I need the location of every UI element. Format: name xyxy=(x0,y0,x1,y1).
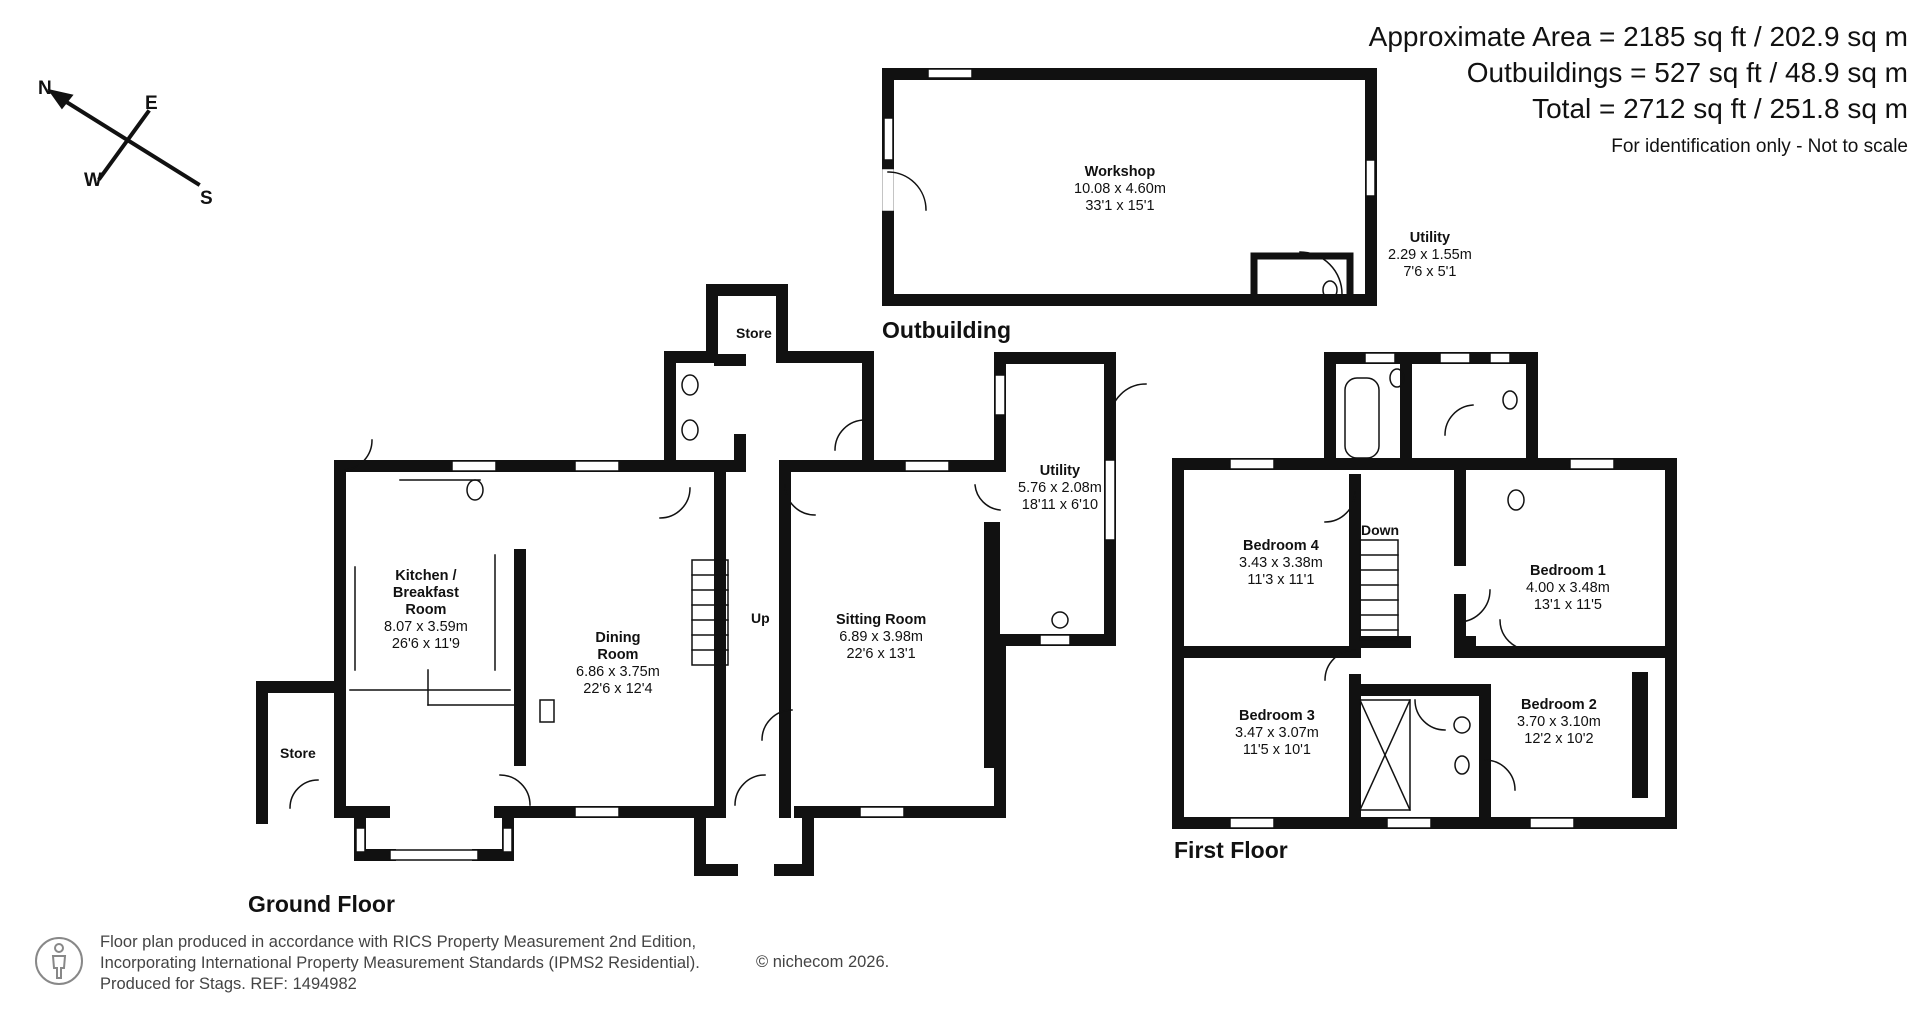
room-name: Kitchen / xyxy=(395,568,457,584)
room-name: Breakfast xyxy=(392,585,459,601)
room-metric: 3.47 x 3.07m xyxy=(1235,725,1319,741)
room-metric: 8.07 x 3.59m xyxy=(384,619,468,635)
scale-note: For identification only - Not to scale xyxy=(1611,136,1908,157)
room-imperial: 12'2 x 10'2 xyxy=(1524,731,1594,747)
footer-notes: Floor plan produced in accordance with R… xyxy=(100,932,700,995)
room-name: Bedroom 2 xyxy=(1521,697,1597,713)
room-utility: Utility 5.76 x 2.08m 18'11 x 6'10 xyxy=(1018,463,1102,514)
footer-line: Produced for Stags. REF: 1494982 xyxy=(100,975,357,993)
room-sitting: Sitting Room 6.89 x 3.98m 22'6 x 13'1 xyxy=(836,612,926,663)
total-area: Total = 2712 sq ft / 251.8 sq m xyxy=(1532,93,1908,124)
outbuildings-area: Outbuildings = 527 sq ft / 48.9 sq m xyxy=(1466,57,1908,88)
room-outbuilding-utility: Utility 2.29 x 1.55m 7'6 x 5'1 xyxy=(1388,230,1472,281)
room-name: Bedroom 4 xyxy=(1243,538,1319,554)
room-name: Workshop xyxy=(1084,164,1156,180)
room-name: Dining xyxy=(595,630,641,646)
room-metric: 6.89 x 3.98m xyxy=(839,629,924,645)
room-workshop: Workshop 10.08 x 4.60m 33'1 x 15'1 xyxy=(1074,164,1166,215)
room-metric: 3.43 x 3.38m xyxy=(1239,555,1323,571)
stairs-up-label: Up xyxy=(751,610,770,626)
first-floor-title: First Floor xyxy=(1174,837,1288,863)
ground-floor-title: Ground Floor xyxy=(248,891,395,917)
room-name: Bedroom 3 xyxy=(1239,708,1315,724)
room-kitchen-breakfast: Kitchen / Breakfast Room 8.07 x 3.59m 26… xyxy=(384,568,468,653)
compass-s-label: S xyxy=(200,188,213,209)
room-bedroom-3: Bedroom 3 3.47 x 3.07m 11'5 x 10'1 xyxy=(1235,708,1319,759)
room-name: Utility xyxy=(1039,463,1081,479)
room-imperial: 11'5 x 10'1 xyxy=(1242,742,1311,758)
room-imperial: 33'1 x 15'1 xyxy=(1085,198,1155,214)
room-metric: 3.70 x 3.10m xyxy=(1517,714,1601,730)
room-name: Utility xyxy=(1409,230,1451,246)
outbuilding-title: Outbuilding xyxy=(882,317,1012,343)
room-metric: 2.29 x 1.55m xyxy=(1388,247,1472,263)
room-bedroom-2: Bedroom 2 3.70 x 3.10m 12'2 x 10'2 xyxy=(1517,697,1601,748)
person-icon xyxy=(35,937,83,985)
stairs-down-label: Down xyxy=(1361,522,1400,538)
room-imperial: 18'11 x 6'10 xyxy=(1021,497,1099,513)
copyright: © nichecom 2026. xyxy=(756,953,890,971)
store-left-label: Store xyxy=(280,745,316,761)
compass-n-label: N xyxy=(38,78,52,99)
ground-floor-walls xyxy=(256,284,1116,876)
compass-e-label: E xyxy=(145,93,158,114)
room-bedroom-4: Bedroom 4 3.43 x 3.38m 11'3 x 11'1 xyxy=(1239,538,1323,589)
room-imperial: 13'1 x 11'5 xyxy=(1533,597,1602,613)
room-name: Room xyxy=(405,602,447,618)
compass-w-label: W xyxy=(84,170,102,191)
store-top-label: Store xyxy=(736,325,772,341)
room-imperial: 26'6 x 11'9 xyxy=(391,636,460,652)
footer-line: Floor plan produced in accordance with R… xyxy=(100,933,697,951)
room-metric: 10.08 x 4.60m xyxy=(1074,181,1166,197)
room-name: Bedroom 1 xyxy=(1530,563,1606,579)
room-imperial: 7'6 x 5'1 xyxy=(1403,264,1457,280)
compass-rose xyxy=(47,88,201,187)
room-name: Room xyxy=(597,647,639,663)
room-imperial: 22'6 x 13'1 xyxy=(846,646,916,662)
room-metric: 5.76 x 2.08m xyxy=(1018,480,1102,496)
room-dining: Dining Room 6.86 x 3.75m 22'6 x 12'4 xyxy=(576,630,660,698)
room-imperial: 22'6 x 12'4 xyxy=(583,681,653,697)
room-imperial: 11'3 x 11'1 xyxy=(1247,572,1315,588)
room-metric: 4.00 x 3.48m xyxy=(1526,580,1610,596)
approximate-area: Approximate Area = 2185 sq ft / 202.9 sq… xyxy=(1368,21,1908,52)
footer-line: Incorporating International Property Mea… xyxy=(100,954,700,972)
room-bedroom-1: Bedroom 1 4.00 x 3.48m 13'1 x 11'5 xyxy=(1526,563,1610,614)
room-metric: 6.86 x 3.75m xyxy=(576,664,660,680)
room-name: Sitting Room xyxy=(836,612,927,628)
